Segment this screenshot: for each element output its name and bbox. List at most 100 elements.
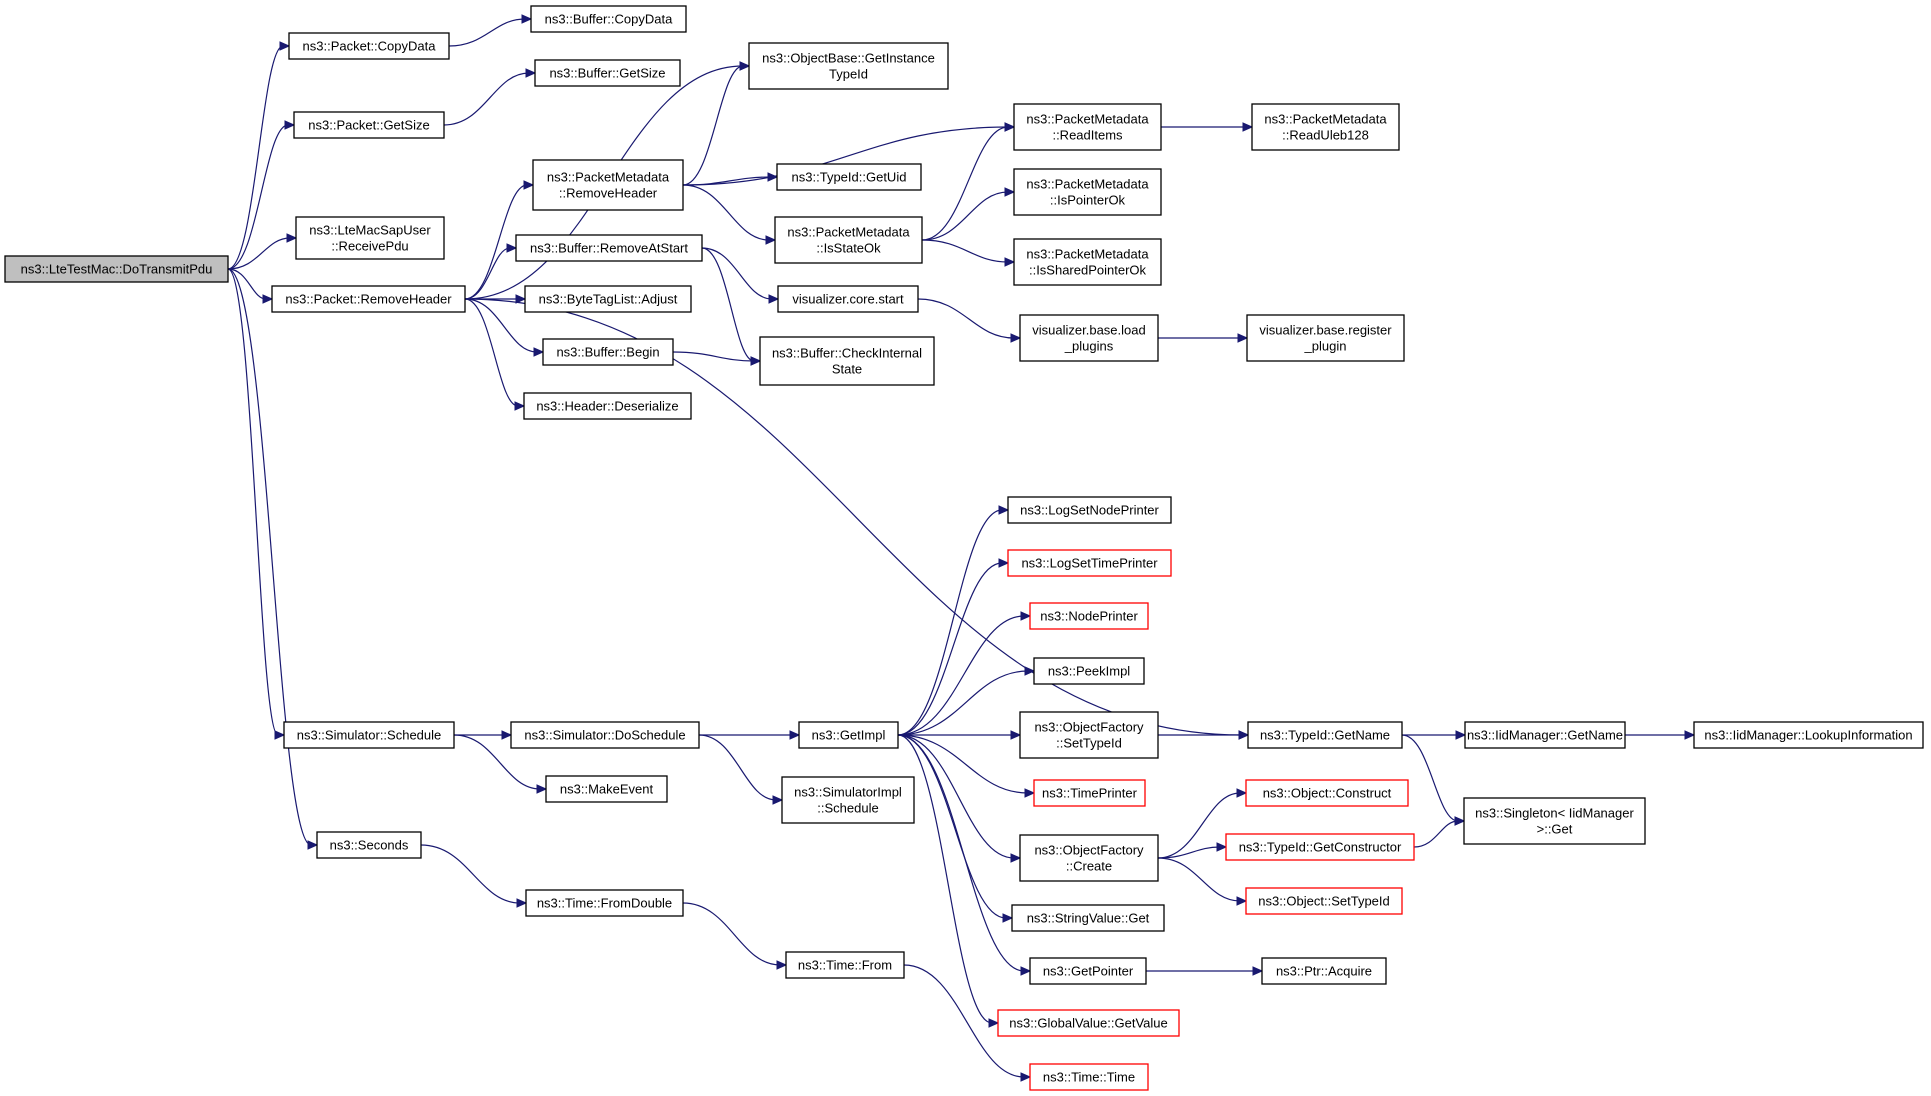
edges-layer	[227, 14, 1696, 1082]
node-singleton-get[interactable]: ns3::Singleton< IidManager >::Get	[1463, 797, 1646, 845]
edge-objfactory-create-to-obj-construct	[1157, 792, 1241, 859]
edge-buf-removeatstart-to-vis-core-start	[701, 247, 773, 300]
node-buf-copydata[interactable]: ns3::Buffer::CopyData	[530, 5, 687, 33]
node-pm-removeheader[interactable]: ns3::PacketMetadata::RemoveHeader	[532, 159, 684, 211]
node-getimpl[interactable]: ns3::GetImpl	[798, 721, 899, 749]
node-getpointer[interactable]: ns3::GetPointer	[1029, 957, 1147, 985]
node-typeid-getconstructor[interactable]: ns3::TypeId::GetConstructor	[1225, 833, 1415, 861]
node-log-settimeprinter[interactable]: ns3::LogSetTimePrinter	[1007, 549, 1172, 577]
node-timeprinter[interactable]: ns3::TimePrinter	[1033, 779, 1146, 807]
node-label: ns3::TypeId::GetConstructor	[1239, 840, 1402, 855]
node-header-deserialize[interactable]: ns3::Header::Deserialize	[523, 392, 692, 420]
node-seconds[interactable]: ns3::Seconds	[316, 831, 422, 859]
node-simimpl-schedule[interactable]: ns3::SimulatorImpl::Schedule	[781, 776, 915, 824]
node-label: ns3::Buffer::GetSize	[549, 66, 665, 81]
nodes-layer: ns3::LteTestMac::DoTransmitPduns3::Packe…	[4, 5, 1924, 1091]
arrowhead-root-to-pkt-getsize	[284, 120, 296, 130]
node-pkt-copydata[interactable]: ns3::Packet::CopyData	[288, 32, 450, 60]
node-sim-schedule[interactable]: ns3::Simulator::Schedule	[283, 721, 455, 749]
node-label: ns3::Packet::RemoveHeader	[285, 292, 452, 307]
edge-sim-doschedule-to-simimpl-schedule	[698, 734, 777, 801]
edge-root-to-seconds	[227, 268, 312, 846]
node-pm-readitems[interactable]: ns3::PacketMetadata::ReadItems	[1013, 103, 1162, 151]
edge-buf-removeatstart-to-buf-checkinternal	[701, 247, 755, 362]
node-peekimpl[interactable]: ns3::PeekImpl	[1033, 657, 1145, 685]
node-sim-doschedule[interactable]: ns3::Simulator::DoSchedule	[510, 721, 700, 749]
node-label: ns3::GetPointer	[1043, 964, 1134, 979]
node-box	[525, 889, 684, 917]
node-label: ns3::TypeId::GetUid	[792, 170, 907, 185]
node-label: ns3::ByteTagList::Adjust	[539, 292, 678, 307]
node-obj-construct[interactable]: ns3::Object::Construct	[1245, 779, 1409, 807]
node-vis-register-plugin[interactable]: visualizer.base.register_plugin	[1246, 314, 1405, 362]
node-time-fromdouble[interactable]: ns3::Time::FromDouble	[525, 889, 684, 917]
node-box	[545, 775, 668, 803]
node-box	[523, 392, 692, 420]
edge-getimpl-to-timeprinter	[897, 734, 1029, 794]
node-pm-ispointerok[interactable]: ns3::PacketMetadata::IsPointerOk	[1013, 168, 1162, 216]
edge-getimpl-to-peekimpl	[897, 670, 1029, 736]
node-iidmgr-getname[interactable]: ns3::IidManager::GetName	[1464, 721, 1626, 749]
node-box	[1033, 779, 1146, 807]
node-box	[777, 285, 919, 313]
node-label: ::Create	[1066, 859, 1112, 874]
arrowhead-getimpl-to-objfactory-settypeid	[1010, 730, 1022, 740]
edge-getimpl-to-log-settimeprinter	[897, 562, 1003, 736]
node-objfactory-create[interactable]: ns3::ObjectFactory::Create	[1019, 834, 1159, 882]
node-buf-removeatstart[interactable]: ns3::Buffer::RemoveAtStart	[515, 234, 703, 262]
node-label: ns3::PacketMetadata	[1264, 112, 1387, 127]
node-bytetaglist-adjust[interactable]: ns3::ByteTagList::Adjust	[524, 285, 692, 313]
node-ptr-acquire[interactable]: ns3::Ptr::Acquire	[1261, 957, 1387, 985]
node-pm-readuleb[interactable]: ns3::PacketMetadata::ReadUleb128	[1251, 103, 1400, 151]
edge-getimpl-to-globalvalue-getvalue	[897, 734, 993, 1024]
node-time-time[interactable]: ns3::Time::Time	[1029, 1063, 1149, 1091]
edge-pkt-removeheader-to-typeid-getname	[464, 298, 1243, 736]
node-label: ::SetTypeId	[1056, 736, 1122, 751]
node-box	[1225, 833, 1415, 861]
arrowhead-pkt-removeheader-to-header-deserialize	[514, 401, 526, 411]
node-objfactory-settypeid[interactable]: ns3::ObjectFactory::SetTypeId	[1019, 711, 1159, 759]
node-label: ns3::IidManager::LookupInformation	[1704, 728, 1912, 743]
arrowhead-pkt-removeheader-to-bytetaglist-adjust	[515, 294, 527, 304]
arrowhead-pm-isstateok-to-pm-ispointerok	[1004, 187, 1016, 197]
node-obj-settypeid[interactable]: ns3::Object::SetTypeId	[1245, 887, 1403, 915]
node-log-setnodeprinter[interactable]: ns3::LogSetNodePrinter	[1007, 496, 1172, 524]
node-root[interactable]: ns3::LteTestMac::DoTransmitPdu	[4, 255, 229, 283]
node-box	[1013, 238, 1162, 286]
node-iidmgr-lookup[interactable]: ns3::IidManager::LookupInformation	[1693, 721, 1924, 749]
node-box	[271, 285, 466, 313]
node-typeid-getname[interactable]: ns3::TypeId::GetName	[1247, 721, 1403, 749]
arrowhead-getpointer-to-ptr-acquire	[1252, 966, 1264, 976]
node-pm-issharedpointerok[interactable]: ns3::PacketMetadata::IsSharedPointerOk	[1013, 238, 1162, 286]
node-label: ns3::LogSetTimePrinter	[1021, 556, 1158, 571]
node-label: ::ReadItems	[1052, 128, 1123, 143]
node-vis-core-start[interactable]: visualizer.core.start	[777, 285, 919, 313]
node-vis-load-plugins[interactable]: visualizer.base.load_plugins	[1019, 314, 1159, 362]
node-box	[1019, 834, 1159, 882]
node-box	[997, 1009, 1180, 1037]
edge-root-to-lte-receive	[227, 237, 291, 270]
node-globalvalue-getvalue[interactable]: ns3::GlobalValue::GetValue	[997, 1009, 1180, 1037]
edge-root-to-pkt-copydata	[227, 45, 284, 270]
node-makeevent[interactable]: ns3::MakeEvent	[545, 775, 668, 803]
node-box	[316, 831, 422, 859]
edge-pm-removeheader-to-pm-readitems	[682, 126, 1009, 186]
node-pkt-removeheader[interactable]: ns3::Packet::RemoveHeader	[271, 285, 466, 313]
node-time-from[interactable]: ns3::Time::From	[785, 951, 905, 979]
node-lte-receive[interactable]: ns3::LteMacSapUser::ReceivePdu	[295, 216, 445, 260]
node-stringvalue-get[interactable]: ns3::StringValue::Get	[1011, 904, 1165, 932]
node-box	[1029, 602, 1149, 630]
node-box	[759, 336, 935, 386]
node-buf-begin[interactable]: ns3::Buffer::Begin	[542, 338, 674, 366]
node-box	[1246, 314, 1405, 362]
node-box	[1245, 887, 1403, 915]
node-nodeprinter[interactable]: ns3::NodePrinter	[1029, 602, 1149, 630]
node-label: ns3::TimePrinter	[1042, 786, 1138, 801]
node-pm-isstateok[interactable]: ns3::PacketMetadata::IsStateOk	[774, 216, 923, 264]
node-buf-getsize[interactable]: ns3::Buffer::GetSize	[534, 59, 681, 87]
node-typeid-getuid[interactable]: ns3::TypeId::GetUid	[776, 163, 922, 191]
node-pkt-getsize[interactable]: ns3::Packet::GetSize	[293, 111, 445, 139]
arrowhead-root-to-lte-receive	[286, 233, 298, 243]
